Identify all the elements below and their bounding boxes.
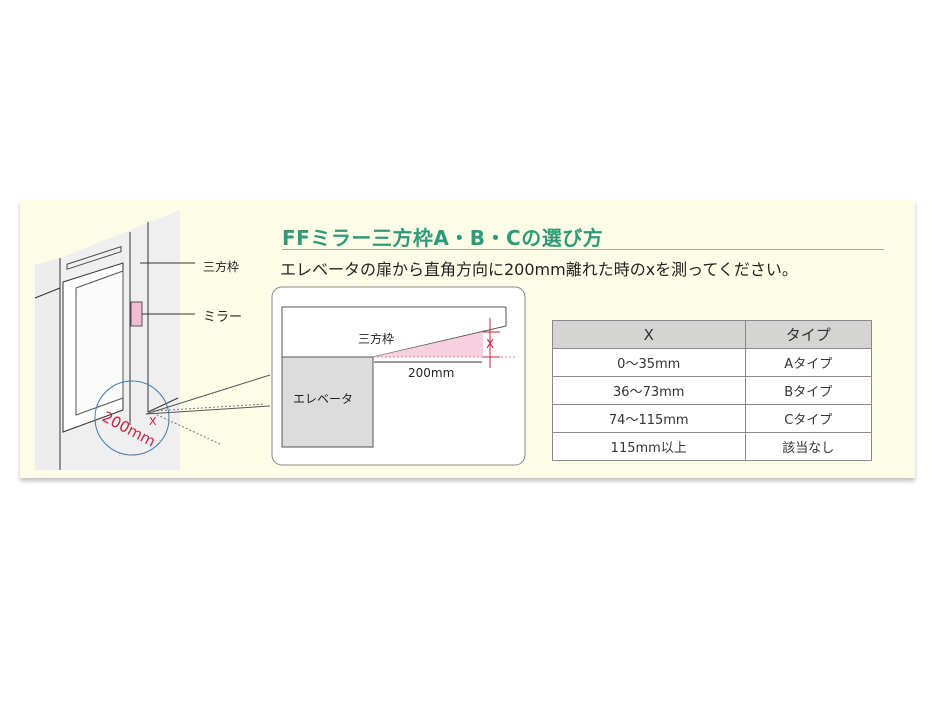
detail-diagram	[271, 286, 526, 466]
detail-distance-label: 200mm	[408, 366, 455, 380]
cell-x: 74～115mm	[552, 404, 746, 433]
header-type: タイプ	[744, 320, 872, 349]
title-divider	[282, 249, 884, 250]
cell-x: 36～73mm	[552, 376, 746, 405]
detail-x-label: X	[486, 337, 495, 351]
detail-elevator-label: エレベータ	[293, 392, 354, 406]
page-title: FFミラー三方枠A・B・Cの選び方	[282, 226, 604, 250]
header-x: X	[552, 320, 746, 349]
cell-x: 0～35mm	[552, 348, 746, 377]
elevator-illustration: 200mm X	[34, 210, 271, 470]
table-row: 115mm以上該当なし	[552, 432, 872, 461]
svg-text:X: X	[149, 415, 157, 428]
cell-type: Cタイプ	[744, 404, 872, 433]
detail-frame-label: 三方枠	[358, 332, 395, 346]
cell-type: Aタイプ	[744, 348, 872, 377]
cell-x: 115mm以上	[552, 432, 746, 461]
frame-label: 三方枠	[203, 260, 240, 274]
cell-type: 該当なし	[744, 432, 872, 461]
instruction-text: エレベータの扉から直角方向に200mm離れた時のxを測ってください。	[280, 260, 798, 279]
mirror-label: ミラー	[203, 310, 243, 325]
cell-type: Bタイプ	[744, 376, 872, 405]
